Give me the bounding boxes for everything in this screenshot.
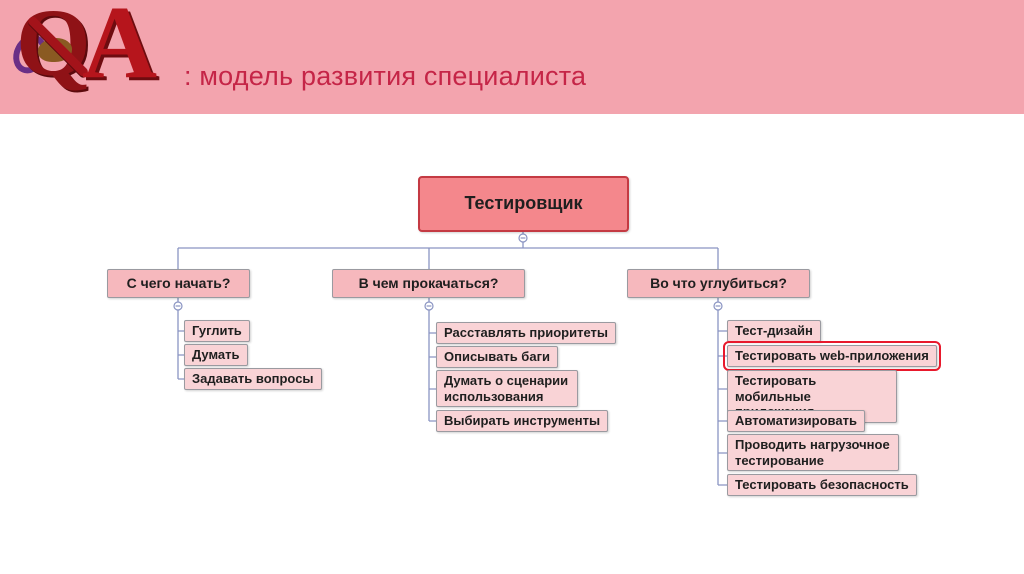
collapse-toggle-icon[interactable] (173, 301, 183, 311)
branch-node-start: С чего начать? (107, 269, 250, 298)
branch-node-deepen: Во что углубиться? (627, 269, 810, 298)
collapse-toggle-icon[interactable] (424, 301, 434, 311)
leaf-node-security-testing: Тестировать безопасность (727, 474, 917, 496)
leaf-node-automation: Автоматизировать (727, 410, 865, 432)
leaf-node-choose-tools: Выбирать инструменты (436, 410, 609, 432)
qa-logo: Q A (7, 0, 184, 110)
leaf-node-load-testing: Проводить нагрузочное тестирование (727, 434, 899, 472)
leaf-node-google: Гуглить (184, 320, 250, 342)
collapse-toggle-icon[interactable] (518, 233, 528, 243)
leaf-node-usage-scenarios: Думать о сценарии использования (436, 370, 578, 408)
qa-logo-letter-a: A (82, 0, 158, 100)
leaf-node-think: Думать (184, 344, 248, 366)
leaf-node-priorities: Расставлять приоритеты (436, 322, 616, 344)
root-node-tester: Тестировщик (418, 176, 629, 232)
leaf-node-test-design: Тест-дизайн (727, 320, 821, 342)
leaf-node-bug-reports: Описывать баги (436, 346, 558, 368)
collapse-toggle-icon[interactable] (713, 301, 723, 311)
leaf-node-web-testing: Тестировать web-приложения (723, 341, 941, 371)
slide-header: Q A : модель развития специалиста (0, 0, 1024, 114)
slide-title: : модель развития специалиста (184, 61, 587, 91)
leaf-node-ask-questions: Задавать вопросы (184, 368, 322, 390)
branch-node-improve: В чем прокачаться? (332, 269, 525, 298)
